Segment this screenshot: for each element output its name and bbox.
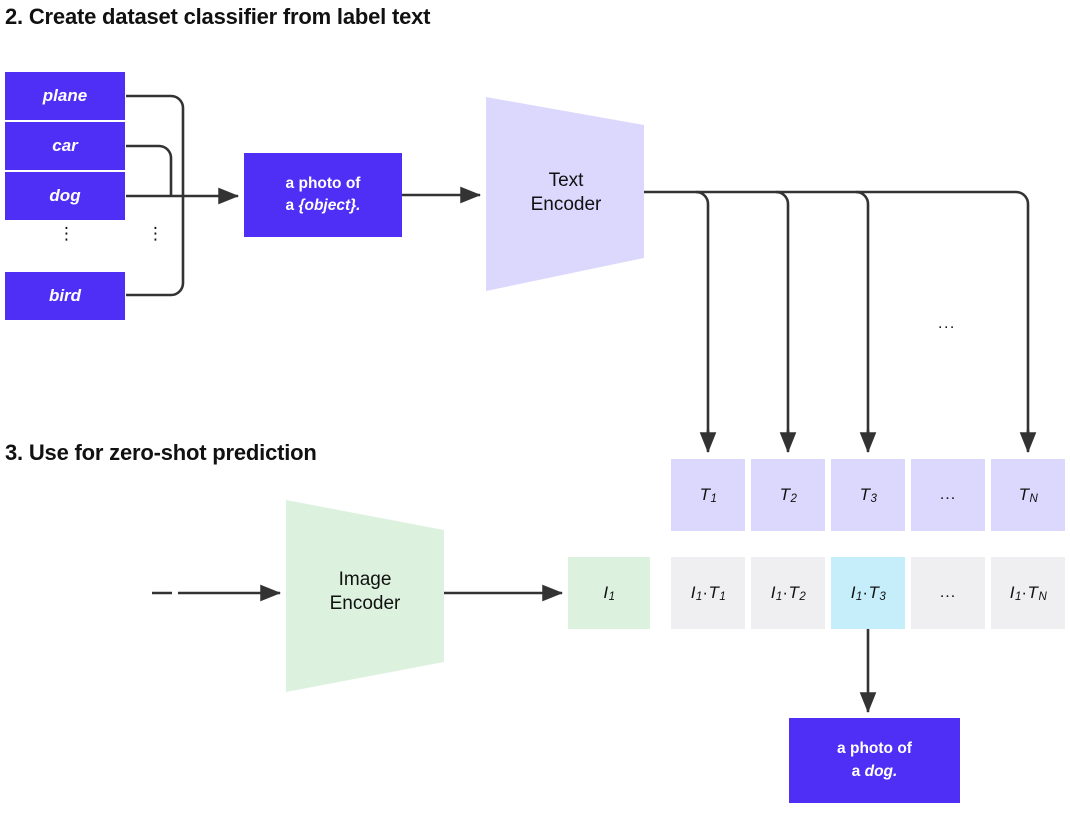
label-box-car: car: [5, 122, 125, 170]
text-encoder-label: Text Encoder: [516, 169, 616, 217]
i1t1-left-sub: 1: [695, 591, 703, 603]
i1-sub: 1: [608, 591, 616, 603]
label-box-dog: dog: [5, 172, 125, 220]
i1t2-op: ·: [782, 583, 788, 602]
label-box-plane: plane: [5, 72, 125, 120]
label-text-dog: dog: [49, 186, 81, 205]
prediction-result-box: a photo of a dog.: [789, 718, 960, 803]
i1t2-left-sub: 1: [775, 591, 783, 603]
i1-base: I: [603, 583, 609, 602]
image-encoder-label-line2: Encoder: [329, 592, 401, 614]
prediction-line1: a photo of: [837, 740, 912, 758]
i1t1-right-sub: 1: [719, 591, 726, 603]
i1t3-right: T: [868, 583, 879, 602]
prediction-line2: a dog.: [852, 761, 898, 783]
prompt-template-line2: a {object}.: [286, 195, 361, 217]
i1t3-left-sub: 1: [855, 591, 863, 603]
t3-base: T: [859, 485, 870, 504]
i1tn-right: T: [1027, 583, 1038, 602]
similarity-cell-ellipsis: ...: [911, 557, 985, 629]
text-embedding-cell-ellipsis: ...: [911, 459, 985, 531]
tn-base: T: [1018, 485, 1030, 504]
t-ellipsis-icon: ...: [939, 486, 957, 503]
prompt-template-line1: a photo of: [285, 174, 361, 192]
section-2-heading: 2. Create dataset classifier from label …: [5, 4, 431, 29]
t2-base: T: [779, 485, 790, 504]
t1-base: T: [699, 485, 710, 504]
image-encoder-shape: [286, 500, 444, 692]
label-box-bird: bird: [5, 272, 125, 320]
text-encoder-label-line1: Text: [548, 170, 584, 191]
tn-sub: N: [1029, 493, 1038, 505]
prediction-line2-prefix: a: [851, 762, 865, 780]
label-text-car: car: [52, 136, 78, 155]
i1t1-right: T: [708, 583, 719, 602]
prompt-template-line2-prefix: a: [285, 197, 299, 214]
text-encoder-wires-ellipsis-icon: ...: [938, 315, 956, 332]
label-text-bird: bird: [48, 286, 82, 305]
text-encoder-label-line2: Encoder: [530, 193, 602, 215]
text-encoder-shape: [486, 97, 644, 291]
label-text-plane: plane: [42, 86, 88, 105]
t3-sub: 3: [870, 493, 877, 505]
prompt-template-box: a photo of a {object}.: [244, 153, 402, 237]
i1t3-left: I: [850, 583, 856, 602]
i1t3-right-sub: 3: [879, 591, 886, 603]
i1t2-right: T: [788, 583, 799, 602]
image-encoder-label: Image Encoder: [315, 568, 415, 616]
prediction-class-name: dog.: [864, 762, 898, 780]
i1tn-op: ·: [1021, 583, 1028, 602]
label-bracket-wires: [126, 94, 185, 297]
similarity-ellipsis-icon: ...: [939, 584, 957, 601]
text-encoder-output-wires: [644, 190, 1030, 445]
image-encoder-label-line1: Image: [338, 569, 392, 590]
i1t1-left: I: [690, 583, 696, 602]
i1t1-op: ·: [702, 583, 708, 602]
i1tn-right-sub: N: [1038, 591, 1047, 603]
prompt-template-slot: {object}.: [298, 197, 361, 214]
t2-sub: 2: [790, 493, 797, 505]
t1-sub: 1: [710, 493, 717, 505]
i1t2-left: I: [770, 583, 776, 602]
i1t3-op: ·: [862, 583, 868, 602]
i1t2-right-sub: 2: [799, 591, 806, 603]
i1tn-left: I: [1009, 583, 1015, 602]
i1tn-left-sub: 1: [1014, 591, 1022, 603]
section-3-heading: 3. Use for zero-shot prediction: [5, 440, 317, 465]
